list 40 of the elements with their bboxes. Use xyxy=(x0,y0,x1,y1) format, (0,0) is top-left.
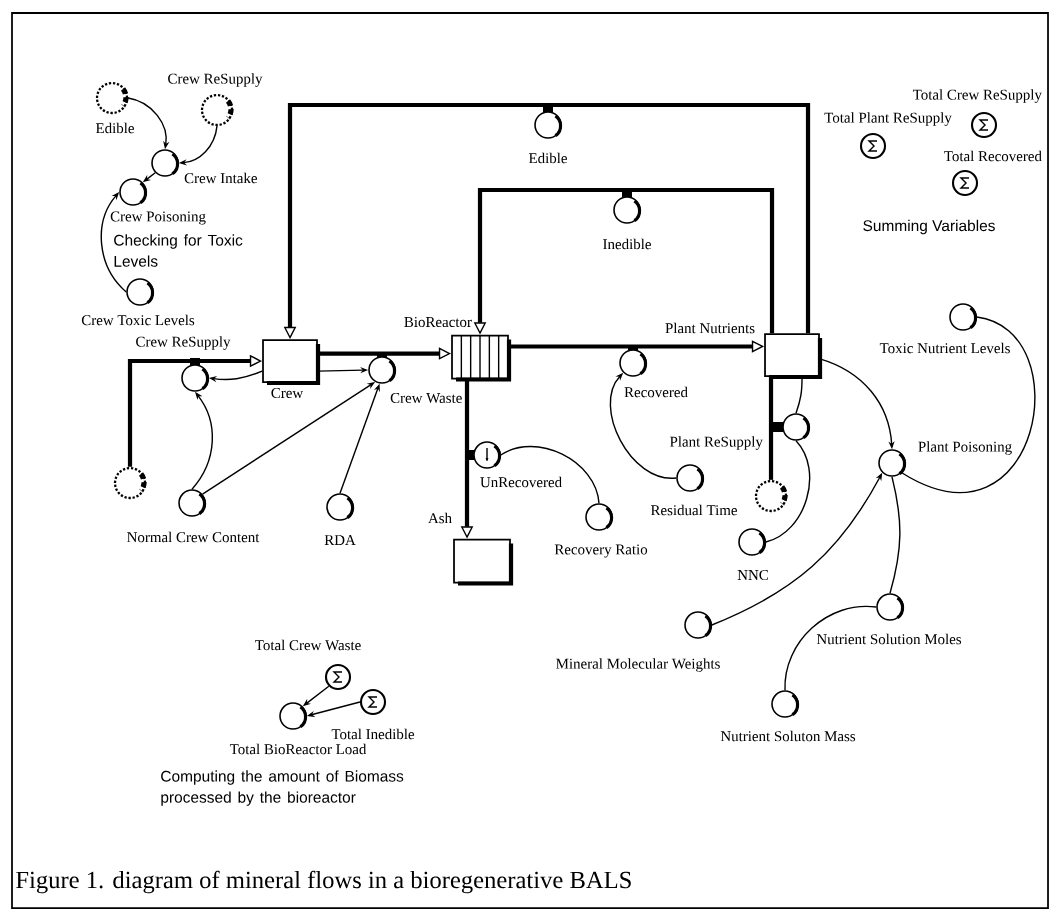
node-label: Total Inedible xyxy=(331,728,415,740)
node-label: BioReactor xyxy=(404,317,472,327)
node-label: NNC xyxy=(737,570,768,580)
node-label: Plant Poisoning xyxy=(918,441,1012,455)
node-label: Residual Time xyxy=(650,504,737,516)
node-label: Crew Intake xyxy=(184,172,257,184)
node-label: Ash xyxy=(428,512,452,524)
node-label: Edible xyxy=(528,152,567,164)
node-label: Normal Crew Content xyxy=(127,531,260,543)
node-label: Crew ReSupply xyxy=(168,73,263,87)
node-label: Crew xyxy=(271,388,304,398)
node-label: Inedible xyxy=(603,238,651,250)
node-label: Crew Waste xyxy=(390,392,462,404)
node-label: Plant Nutrients xyxy=(665,322,755,334)
node-label: Toxic Nutrient Levels xyxy=(879,342,1010,354)
node-label: Total BioReactor Load xyxy=(229,743,367,755)
node-label: Total Plant ReSupply xyxy=(824,112,952,126)
note-text: Checking for Toxic Levels xyxy=(114,234,243,267)
node-label: UnRecovered xyxy=(480,476,562,488)
node-label: Total Crew Waste xyxy=(255,639,361,651)
node-label: Edible xyxy=(95,122,134,134)
node-label: Total Recovered xyxy=(944,150,1042,162)
connector-arrow xyxy=(100,192,127,293)
node-label: Nutrient Solution Moles xyxy=(816,633,962,645)
note-text: Summing Variables xyxy=(863,219,995,235)
cloud-symbol xyxy=(113,466,147,500)
node-label: Mineral Molecular Weights xyxy=(556,658,720,672)
node-label: Recovery Ratio xyxy=(554,544,648,558)
node-label: Plant ReSupply xyxy=(670,436,763,450)
node-label: Recovered xyxy=(624,386,688,398)
node-label: RDA xyxy=(324,535,356,545)
node-label: Crew Poisoning xyxy=(110,211,206,225)
node-label: Total Crew ReSupply xyxy=(912,89,1042,103)
node-label: Crew ReSupply xyxy=(136,336,231,350)
flow-pipe xyxy=(768,376,774,480)
figure-caption: Figure 1. diagram of mineral flows in a bioregenerative BALS xyxy=(16,870,631,894)
cloud-symbol xyxy=(754,479,788,513)
note-text: Computing the amount of Biomass processed by the bioreactor xyxy=(161,770,404,806)
node-label: Nutrient Soluton Mass xyxy=(720,730,856,742)
node-label: Crew Toxic Levels xyxy=(81,314,195,326)
